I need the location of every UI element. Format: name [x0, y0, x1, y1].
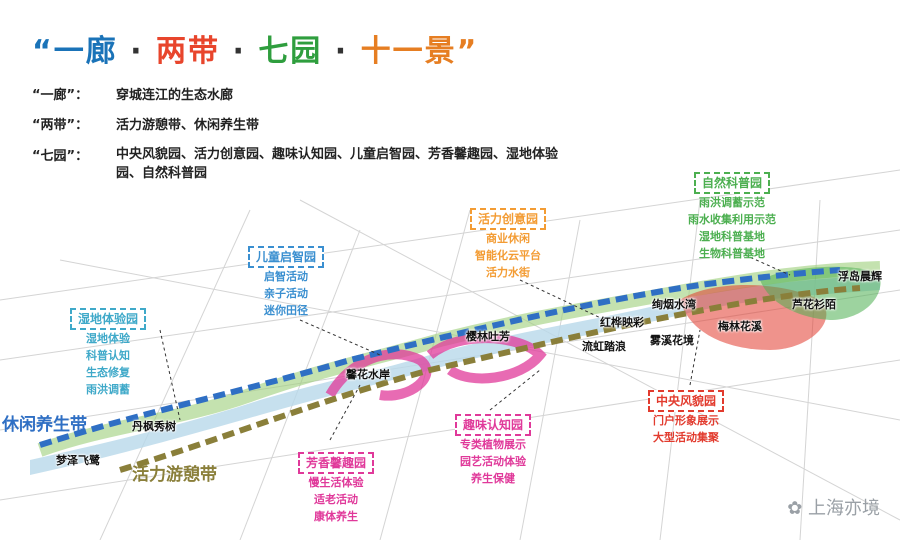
zone-creative: 活力创意园商业休闲智能化云平台活力水街: [470, 208, 547, 281]
vitality-belt-label: 活力游憩带: [132, 465, 217, 485]
zone-fragrance: 芳香馨趣园慢生活体验适老活动康体养生: [298, 452, 375, 525]
place-label: 芦花衫陌: [792, 298, 836, 311]
zone-item: 雨洪调蓄示范: [699, 196, 765, 209]
legend-key: “一廊”：: [32, 88, 89, 103]
title-part: ·: [220, 34, 259, 69]
place-label: 馨花水岸: [346, 368, 390, 381]
zone-item: 门户形象展示: [653, 414, 719, 427]
zone-item: 亲子活动: [264, 287, 308, 300]
title-part: 十一景”: [360, 34, 479, 69]
zone-item: 生态修复: [86, 366, 130, 379]
title-part: 七园: [258, 34, 323, 69]
legend-value: 活力游憩带、休闲养生带: [116, 118, 260, 133]
zone-item: 湿地科普基地: [699, 230, 765, 243]
zone-wetland: 湿地体验园湿地体验科普认知生态修复雨洪调蓄: [70, 308, 147, 398]
legend-belts: “两带”： 活力游憩带、休闲养生带: [32, 114, 259, 133]
zone-item: 商业休闲: [486, 232, 530, 245]
zone-item: 启智活动: [264, 270, 308, 283]
zone-item: 园艺活动体验: [460, 455, 526, 468]
zone-title: 趣味认知园: [455, 414, 532, 436]
place-label: 绚烟水湾: [652, 298, 696, 311]
zone-item: 科普认知: [86, 349, 130, 362]
legend-value: 中央风貌园、活力创意园、趣味认知园、儿童启智园、芳香馨趣园、湿地体验园、自然科普…: [116, 147, 559, 181]
zone-central: 中央风貌园门户形象展示大型活动集聚: [648, 390, 725, 446]
place-label: 红桦映彩: [600, 316, 644, 329]
place-label: 浮岛晨辉: [838, 270, 882, 283]
zone-fun: 趣味认知园专类植物展示园艺活动体验养生保健: [455, 414, 532, 487]
zone-item: 雨洪调蓄: [86, 383, 130, 396]
zone-item: 湿地体验: [86, 332, 130, 345]
zone-item: 生物科普基地: [699, 247, 765, 260]
title-part: ·: [117, 34, 157, 69]
place-label: 雾溪花境: [650, 334, 694, 347]
zone-item: 活力水街: [486, 266, 530, 279]
legend-key: “七园”：: [32, 149, 89, 164]
fragrance-loops: [325, 333, 547, 401]
title-part: ·: [322, 34, 361, 69]
legend-corridor: “一廊”： 穿城连江的生态水廊: [32, 84, 233, 103]
zone-item: 慢生活体验: [308, 476, 364, 489]
zone-title: 芳香馨趣园: [298, 452, 375, 474]
title-part: “一廊: [32, 34, 118, 69]
legend-value: 穿城连江的生态水廊: [116, 88, 234, 103]
zone-item: 雨水收集利用示范: [688, 213, 776, 226]
vitality-belt-line: [119, 285, 861, 473]
zone-nature: 自然科普园雨洪调蓄示范雨水收集利用示范湿地科普基地生物科普基地: [688, 172, 776, 262]
place-label: 流虹踏浪: [582, 340, 626, 353]
page-title: “一廊 · 两带 · 七园 · 十一景”: [32, 26, 478, 70]
zone-title: 活力创意园: [470, 208, 547, 230]
zone-item: 专类植物展示: [460, 438, 526, 451]
legend-key: “两带”：: [32, 118, 89, 133]
place-label: 丹枫秀树: [132, 420, 176, 433]
zone-item: 养生保健: [471, 472, 515, 485]
zone-item: 智能化云平台: [475, 249, 541, 262]
watermark: ✿ 上海亦境: [787, 494, 880, 520]
place-label: 梦泽飞鹭: [56, 454, 100, 467]
zone-item: 大型活动集聚: [653, 431, 719, 444]
legend-gardens: “七园”： 中央风貌园、活力创意园、趣味认知园、儿童启智园、芳香馨趣园、湿地体验园…: [32, 145, 576, 183]
zone-children: 儿童启智园启智活动亲子活动迷你田径: [248, 246, 325, 319]
leader-lines: [159, 254, 791, 441]
zone-title: 湿地体验园: [70, 308, 147, 330]
zone-item: 迷你田径: [264, 304, 308, 317]
place-label: 梅林花溪: [718, 320, 762, 333]
title-part: 两带: [156, 34, 221, 69]
zone-title: 儿童启智园: [248, 246, 325, 268]
leisure-belt-label: 休闲养生带: [2, 415, 87, 435]
wechat-icon: ✿: [787, 498, 808, 519]
zone-title: 中央风貌园: [648, 390, 725, 412]
zone-item: 适老活动: [314, 493, 358, 506]
watermark-text: 上海亦境: [808, 498, 880, 519]
leisure-belt-line: [39, 267, 841, 448]
place-label: 樱林吐芳: [466, 330, 510, 343]
zone-item: 康体养生: [314, 510, 358, 523]
zone-title: 自然科普园: [693, 172, 770, 194]
